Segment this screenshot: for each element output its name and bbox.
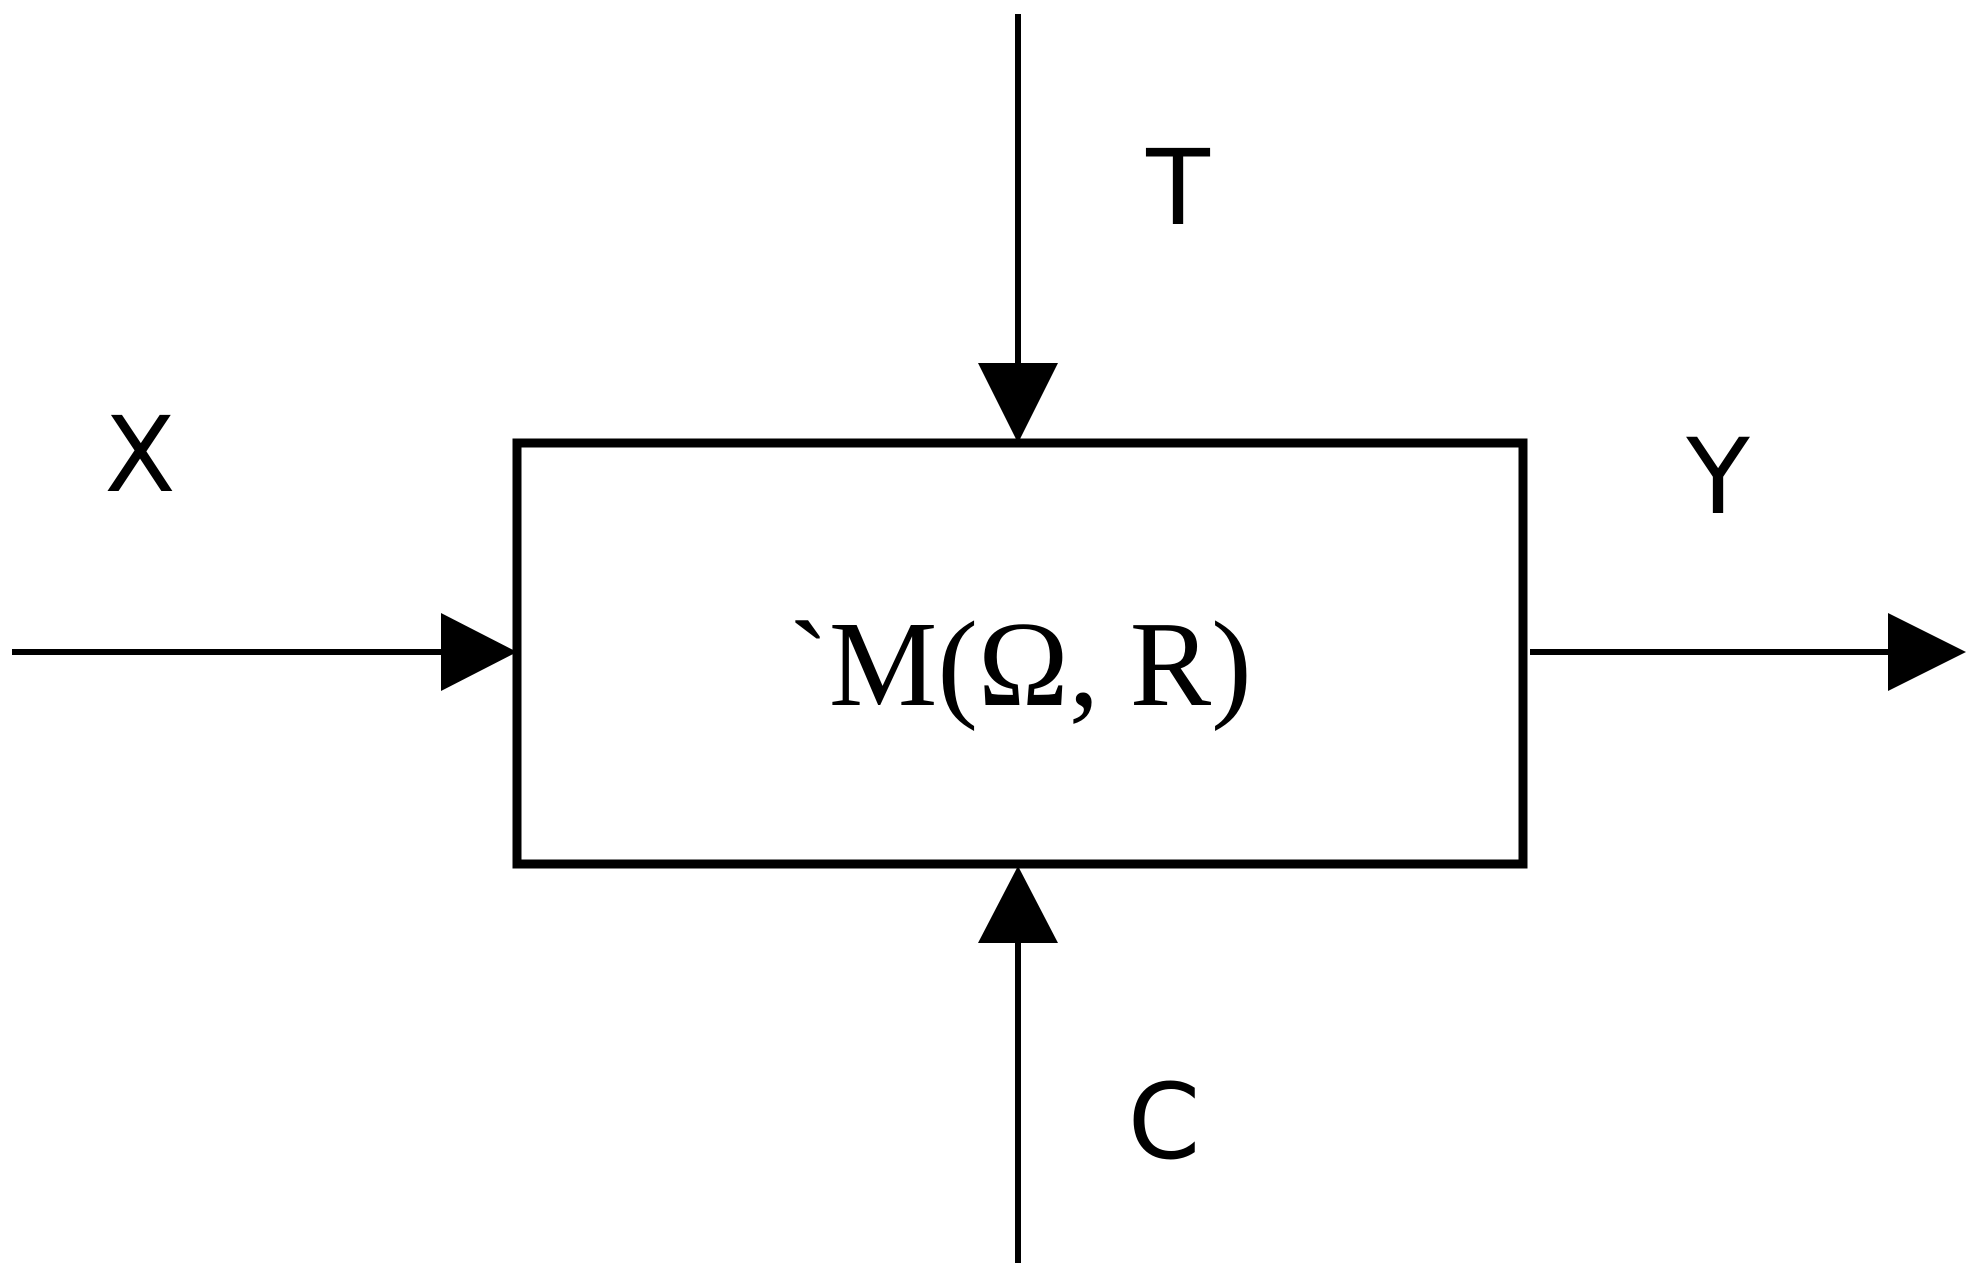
input-label-x: X bbox=[104, 394, 175, 516]
bottom-label-c: C bbox=[1128, 1061, 1201, 1183]
output-arrowhead bbox=[1888, 613, 1966, 691]
top-arrowhead bbox=[978, 363, 1058, 443]
output-label-y: Y bbox=[1685, 416, 1750, 538]
bottom-arrowhead bbox=[978, 866, 1058, 943]
process-block bbox=[512, 438, 1528, 869]
top-label-t: T bbox=[1145, 127, 1210, 249]
input-arrowhead bbox=[441, 613, 517, 691]
block-label: `M(Ω, R) bbox=[788, 597, 1251, 732]
